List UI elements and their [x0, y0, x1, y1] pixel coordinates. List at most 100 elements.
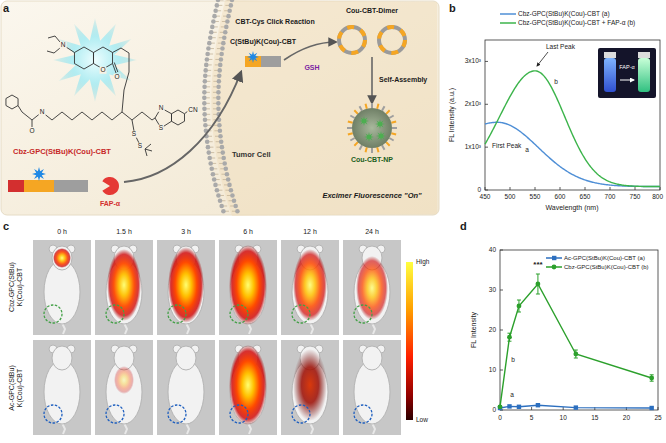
axis-tick: [531, 407, 532, 410]
lipid-head: [205, 139, 210, 144]
time-label: 12 h: [303, 228, 317, 236]
lipid-tail: [216, 141, 220, 142]
vial-cap: [638, 52, 650, 58]
error-bar: [536, 294, 540, 295]
lipid-head: [230, 0, 235, 2]
image-frame: [95, 340, 153, 435]
error-bar: [517, 300, 521, 301]
tick-label: 750: [630, 193, 641, 200]
np-spike: [348, 133, 353, 134]
lipid-head: [209, 30, 214, 35]
fluorescence-signal: [107, 249, 141, 321]
axis-title: FL Intensity (a.u.): [448, 88, 456, 142]
axis-tick: [485, 61, 488, 62]
error-bar: [507, 341, 511, 342]
legend-item: Cbz-GPC(StBu)K(Cou)-CBT (a): [500, 10, 610, 17]
ring: [93, 47, 112, 69]
ring: [6, 95, 18, 109]
spectrum-curve: [485, 122, 660, 186]
error-bar: [650, 381, 654, 382]
np-spike: [354, 142, 358, 146]
mouse-tail: [186, 423, 189, 434]
lipid-head: [235, 209, 240, 214]
legend-marker: [552, 256, 556, 260]
atom-label: S: [158, 125, 164, 132]
lipid-tail: [216, 54, 220, 55]
tick-label: 5: [530, 414, 534, 421]
lipid-tail: [218, 10, 222, 11]
lipid-head: [218, 134, 223, 139]
lipid-tail: [208, 64, 212, 65]
mouse-tail: [124, 423, 127, 434]
np-spike: [377, 104, 378, 109]
np-spike: [371, 103, 373, 108]
lipid-tail: [217, 152, 221, 153]
lipid-tail: [221, 174, 225, 175]
bond-line: [152, 118, 155, 120]
tick-label: 0: [498, 414, 502, 421]
curve-label: a: [525, 146, 529, 153]
axis-title: FL Intensity: [470, 312, 478, 348]
process-arrow: [371, 57, 373, 103]
fluorescence-signal: [168, 247, 204, 323]
significance-mark: ***: [533, 261, 542, 270]
tick-label: 600: [555, 193, 566, 200]
fluorescence-signal: [356, 256, 388, 320]
lipid-tail: [213, 32, 217, 33]
lipid-head: [207, 41, 212, 46]
lipid-head: [203, 79, 208, 84]
lipid-tail: [213, 97, 217, 98]
lipid-head: [226, 14, 231, 19]
bond-line: [66, 47, 75, 53]
tick-label: 450: [480, 193, 491, 200]
lipid-tail: [215, 174, 219, 175]
lipid-head: [202, 85, 207, 90]
legend-swatch: [546, 255, 562, 262]
lipid-head: [219, 204, 224, 209]
np-spike: [386, 110, 390, 114]
image-frame: [157, 240, 215, 335]
lipid-tail: [217, 16, 221, 17]
lipid-head: [212, 177, 217, 182]
curve-label: b: [511, 356, 515, 363]
lipid-head: [232, 198, 237, 203]
image-frame: [281, 340, 339, 435]
lipid-head: [206, 46, 211, 51]
mouse-head: [176, 346, 196, 370]
image-frame: [33, 340, 91, 435]
lipid-tail: [223, 16, 227, 17]
axis-tick: [560, 187, 561, 190]
vial: [638, 58, 650, 92]
tick-label: 0: [492, 406, 496, 413]
lipid-tail: [213, 103, 217, 104]
panel-background: [1, 1, 439, 215]
lipid-head: [210, 25, 215, 30]
lipid-tail: [213, 163, 217, 164]
lipid-head: [202, 101, 207, 106]
tick-label: 3x10³: [465, 58, 481, 65]
lipid-tail: [213, 92, 217, 93]
tumor-marker: [230, 305, 248, 323]
np-spike: [382, 106, 385, 110]
step-label: CBT-Cys Click Reaction: [235, 18, 314, 26]
lipid-head: [208, 35, 213, 40]
lipid-head: [215, 3, 220, 8]
plot-frame: [500, 250, 658, 410]
axis-title: Wavelength (nm): [545, 204, 598, 212]
np-spike: [350, 138, 354, 141]
lipid-tail: [222, 21, 226, 22]
vial-cap: [604, 52, 616, 58]
dimer-ring: [339, 27, 365, 53]
tick-label: 650: [580, 193, 591, 200]
np-spike: [391, 122, 396, 123]
np-spike: [354, 110, 358, 114]
cell-interior: [211, 0, 437, 216]
result-label: Excimer Fluorescence "On": [322, 192, 421, 200]
lipid-head: [221, 156, 226, 161]
lipid-tail: [213, 81, 217, 82]
tick-label: 20: [623, 414, 630, 421]
tick-label: 700: [605, 193, 616, 200]
lipid-tail: [210, 48, 214, 49]
panel-letter: b: [449, 2, 456, 14]
tumor-marker: [292, 305, 310, 323]
